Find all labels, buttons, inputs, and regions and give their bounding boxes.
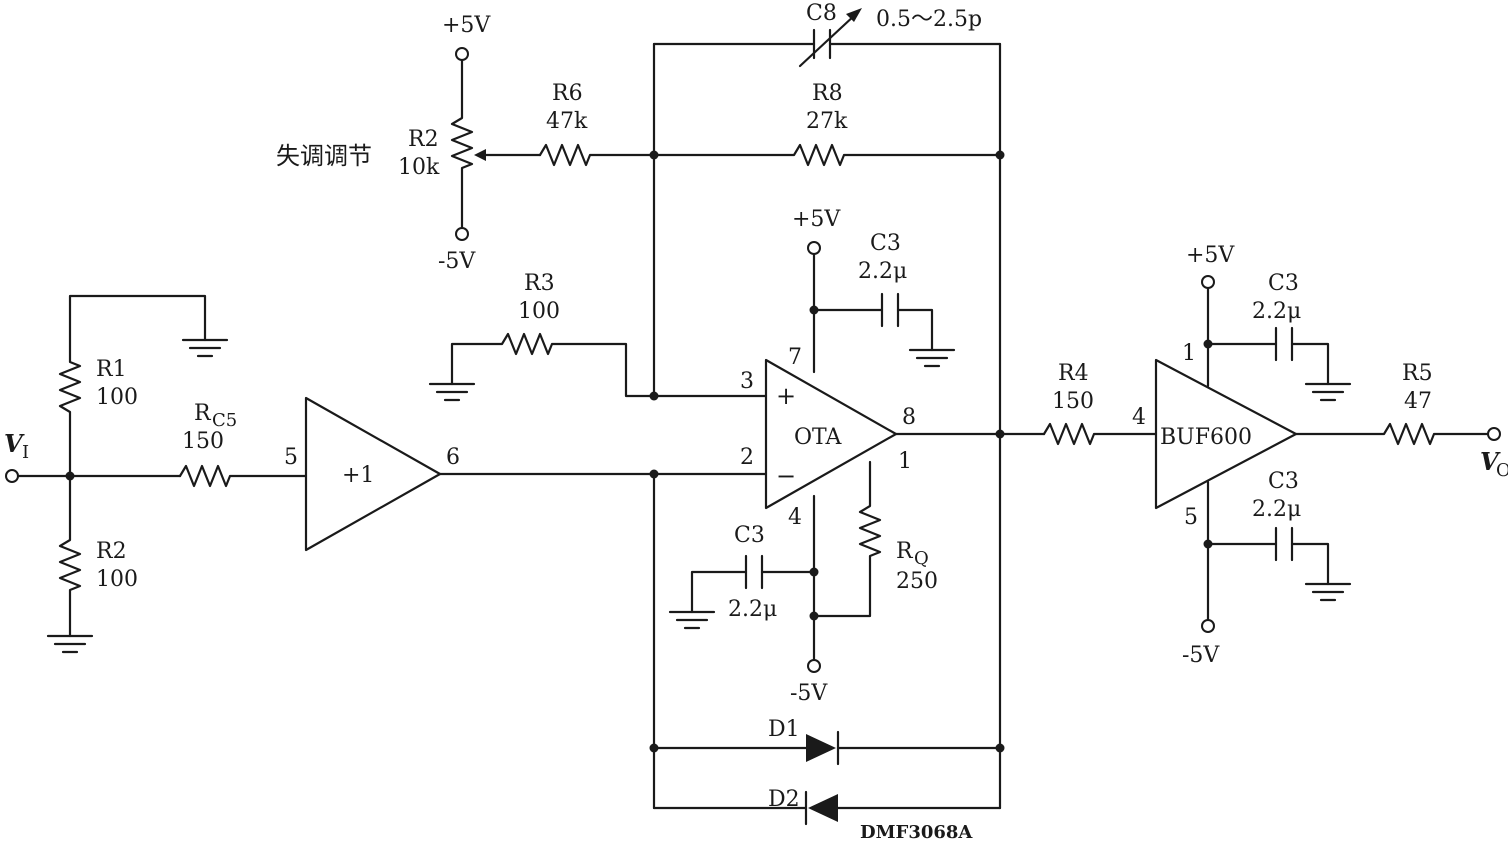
r8-name: R8 [812,81,843,106]
rc5-name: R [194,401,212,426]
c3-top-name: C3 [870,231,901,256]
r6-name: R6 [552,81,583,106]
d1-name: D1 [768,717,800,742]
r5-value: 47 [1404,389,1432,414]
c3-buf-top-name: C3 [1268,271,1299,296]
c8-value: 0.5～2.5p [876,7,982,32]
buf600-pin4: 4 [1132,405,1146,430]
ota-vminus: -5V [790,681,828,706]
ota-pin4: 4 [788,505,802,530]
vo-sub: O [1496,460,1508,481]
rq-sub: Q [914,548,929,569]
d2-name: D2 [768,787,800,812]
buf600-label: BUF600 [1160,425,1252,450]
r1-name: R1 [96,357,127,382]
r2a-name: R2 [96,539,127,564]
ota-pin2: 2 [740,445,754,470]
r8-value: 27k [806,109,848,134]
buf600-pin1: 1 [1182,341,1196,366]
ota-minus: − [776,462,796,490]
r5-name: R5 [1402,361,1433,386]
r4-resistor: R4 150 [1042,361,1158,446]
vo-label: V [1480,447,1501,476]
r2a-value: 100 [96,567,138,592]
buffer-pin-out: 6 [446,445,460,470]
feedback-network: C8 0.5～2.5p R8 27k D1 D2 DMF3068A [649,1,1005,843]
pot-name: R2 [408,127,439,152]
buf600-vminus: -5V [1182,643,1220,668]
r4-name: R4 [1058,361,1089,386]
rc5-sub: C5 [212,410,237,431]
buf600-pin5: 5 [1184,505,1198,530]
d2-part: DMF3068A [860,822,973,843]
pot-vminus: -5V [438,249,476,274]
vi-sub: I [22,442,29,463]
unity-buffer: +1 5 6 [284,396,768,552]
r4-value: 150 [1052,389,1094,414]
pot-vplus: +5V [442,13,491,38]
c3-bot-value: 2.2μ [728,597,777,622]
c3-bot-name: C3 [734,523,765,548]
offset-adjust: +5V -5V 失调调节 R2 10k R6 47k [276,13,656,274]
r6-value: 47k [546,109,588,134]
buffer-pin-in: 5 [284,445,298,470]
pot-caption: 失调调节 [276,142,372,170]
r3-name: R3 [524,271,555,296]
pot-value: 10k [398,155,440,180]
rq-value: 250 [896,569,938,594]
input-terminal [5,469,19,483]
c3-buf-bot-value: 2.2μ [1252,497,1301,522]
ota-plus: + [776,382,796,410]
r1-value: 100 [96,385,138,410]
ota-vplus: +5V [792,207,841,232]
ota-pin8: 8 [902,405,916,430]
c3-buf-bot-name: C3 [1268,469,1299,494]
rc5-value: 150 [182,429,224,454]
ota-label: OTA [794,425,843,450]
c3-buf-top-value: 2.2μ [1252,299,1301,324]
ota-pin7: 7 [788,345,802,370]
c3-top-value: 2.2μ [858,259,907,284]
input-divider: V I R1 100 R2 100 R C5 150 [4,294,308,654]
c8-name: C8 [806,1,837,26]
ota-block: OTA + − 3 2 7 8 1 4 +5V C3 2.2μ -5V C3 2… [668,207,1046,706]
buf600-vplus: +5V [1186,243,1235,268]
r3-value: 100 [518,299,560,324]
ota-pin1: 1 [898,449,912,474]
rq-name: R [896,539,914,564]
buffer-label: +1 [342,463,374,488]
buf600-block: BUF600 4 1 5 +5V C3 2.2μ -5V C3 2.2μ [1132,243,1352,668]
output-terminal [1487,427,1501,441]
r3-resistor: R3 100 [428,271,768,479]
output-stage: R5 47 V O [1294,361,1508,481]
vi-label: V [4,429,25,458]
ota-pin3: 3 [740,369,754,394]
